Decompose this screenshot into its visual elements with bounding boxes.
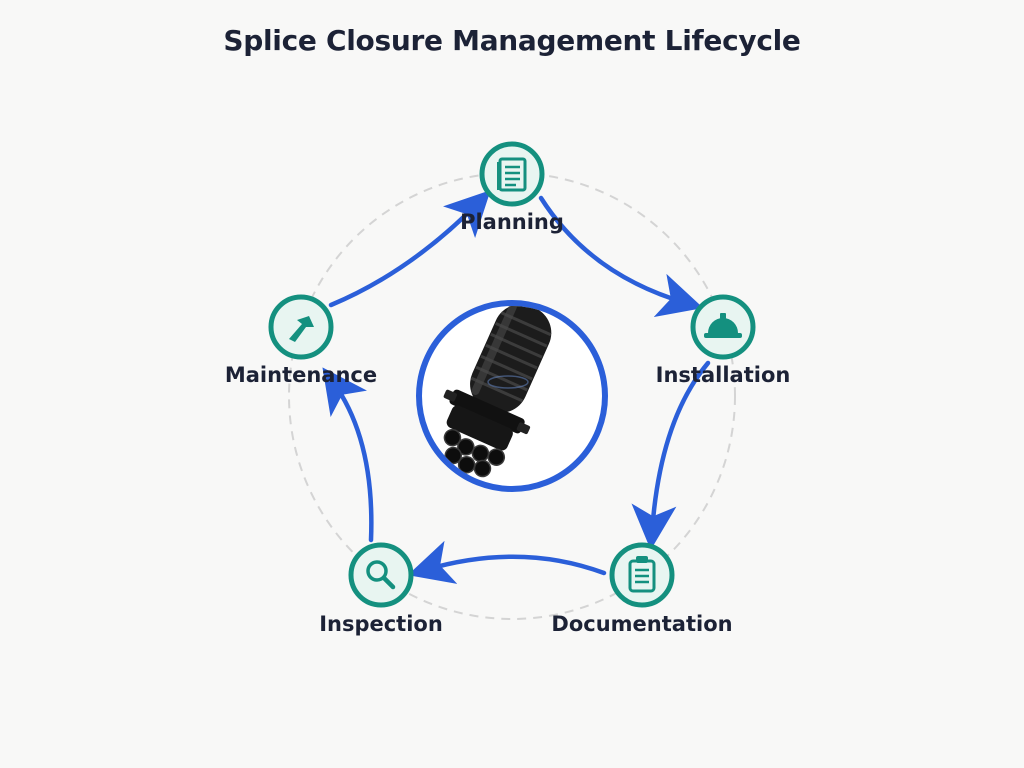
- arrow-inspection-to-maintenance: [322, 367, 374, 543]
- arrow-maintenance-to-planning: [328, 190, 491, 308]
- arrow-installation-to-documentation: [631, 360, 711, 550]
- clipboard-icon: [628, 556, 656, 593]
- magnifier-icon: [366, 560, 396, 590]
- hard-hat-icon: [704, 313, 742, 338]
- stage-node-installation[interactable]: Installation: [656, 294, 791, 387]
- dashed-orbit-ring: [288, 172, 736, 620]
- arrow-planning-to-installation: [538, 195, 704, 318]
- flow-arrows: [322, 190, 711, 584]
- fiber-optic-splice-closure-image: [416, 300, 608, 492]
- document-icon: [497, 157, 527, 192]
- diagram-title: Splice Closure Management Lifecycle: [223, 24, 801, 57]
- stage-label-installation: Installation: [656, 363, 791, 387]
- stage-node-documentation[interactable]: Documentation: [551, 542, 733, 636]
- arrow-documentation-to-inspection: [407, 540, 607, 584]
- stage-node-inspection[interactable]: Inspection: [319, 542, 443, 636]
- wrench-icon: [289, 316, 314, 342]
- stage-node-maintenance[interactable]: Maintenance: [225, 294, 377, 387]
- stage-label-inspection: Inspection: [319, 612, 443, 636]
- stage-label-documentation: Documentation: [551, 612, 732, 636]
- stage-label-maintenance: Maintenance: [225, 363, 377, 387]
- stage-label-planning: Planning: [460, 210, 564, 234]
- stage-node-planning[interactable]: Planning: [460, 141, 564, 234]
